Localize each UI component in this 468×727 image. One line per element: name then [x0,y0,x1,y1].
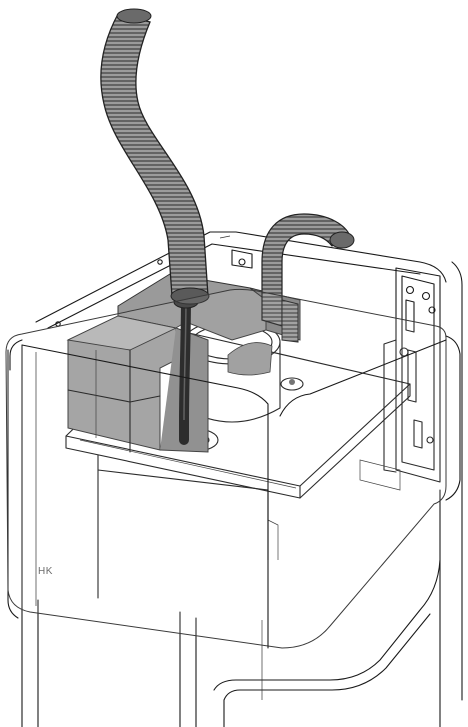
flexible-hose-left [100,8,210,305]
transparent-cover [5,288,447,649]
wall-bracket [359,267,441,491]
cover-lip [445,335,461,501]
flexible-hose-right [261,213,355,343]
mounting-shelf [65,329,411,499]
cabinet-label: HK [38,566,53,577]
